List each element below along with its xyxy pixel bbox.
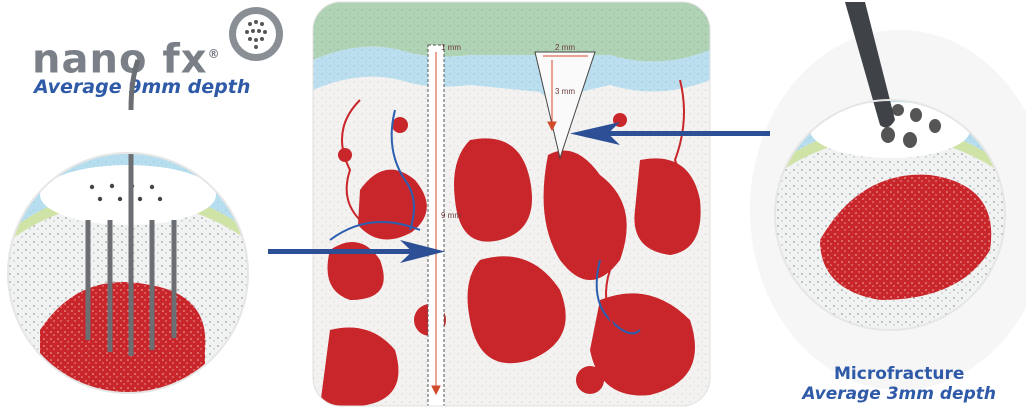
microfracture-caption: Microfracture Average 3mm depth <box>802 364 996 404</box>
nanofx-illustration <box>0 110 260 410</box>
microfracture-depth: Average 3mm depth <box>802 384 996 404</box>
nanofx-needle-cable <box>131 60 138 110</box>
right-depth-label: 3 mm <box>555 87 575 96</box>
left-arrow <box>268 249 428 254</box>
right-arrow <box>598 131 770 136</box>
left-depth-label: 9 mm <box>441 211 461 220</box>
microfracture-title: Microfracture <box>802 364 996 384</box>
cross-section-panel: 1 mm 9 mm 2 mm 3 mm <box>313 2 710 410</box>
right-width-label: 2 mm <box>555 43 575 52</box>
left-width-label: 1 mm <box>441 43 461 52</box>
